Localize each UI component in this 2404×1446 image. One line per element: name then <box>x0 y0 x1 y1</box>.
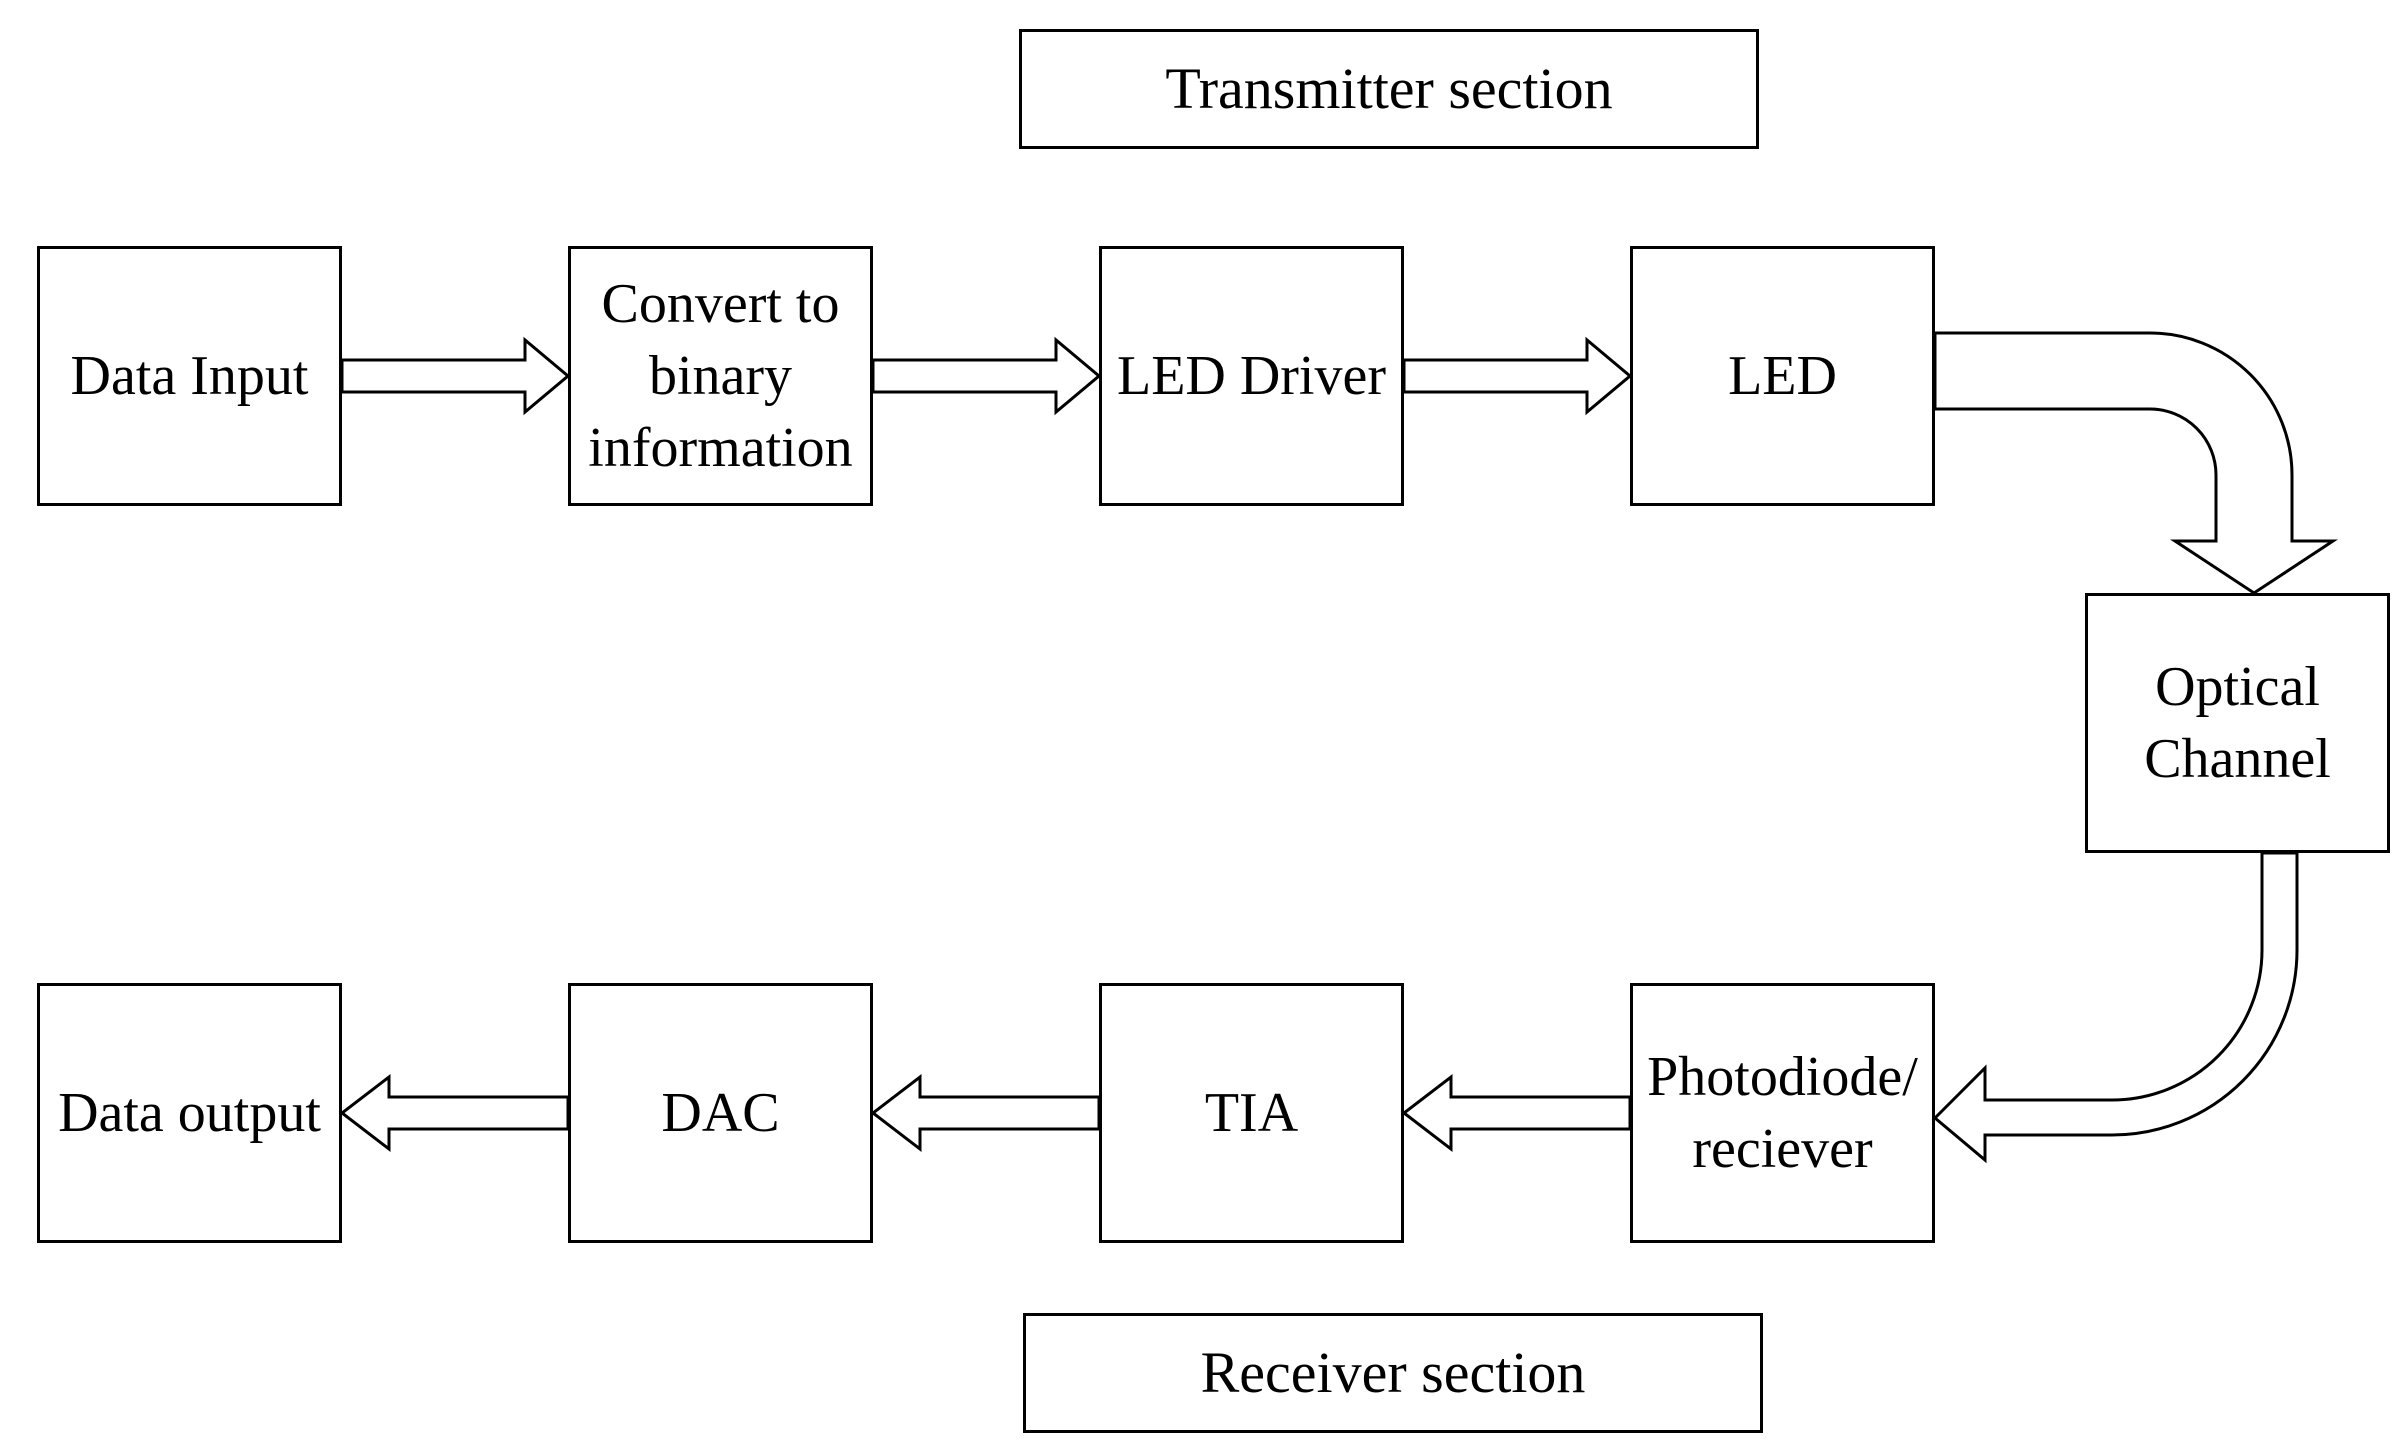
led-driver-block: LED Driver <box>1099 246 1404 506</box>
receiver-section-label: Receiver section <box>1023 1313 1763 1433</box>
arrow-photodiode-to-tia <box>1401 1073 1632 1153</box>
arrow-data-input-to-convert <box>340 336 571 416</box>
arrow-led-driver-to-led <box>1402 336 1633 416</box>
arrow-optical-channel-to-photodiode <box>1932 851 2299 1164</box>
dac-block: DAC <box>568 983 873 1243</box>
photodiode-receiver-block: Photodiode/ reciever <box>1630 983 1935 1243</box>
arrow-led-to-optical-channel <box>1933 331 2339 595</box>
arrow-convert-to-led-driver <box>871 336 1102 416</box>
arrow-dac-to-data-output <box>339 1073 570 1153</box>
led-block: LED <box>1630 246 1935 506</box>
data-output-block: Data output <box>37 983 342 1243</box>
tia-block: TIA <box>1099 983 1404 1243</box>
convert-to-binary-block: Convert to binary information <box>568 246 873 506</box>
optical-channel-block: Optical Channel <box>2085 593 2390 853</box>
arrow-tia-to-dac <box>870 1073 1101 1153</box>
transmitter-section-label: Transmitter section <box>1019 29 1759 149</box>
